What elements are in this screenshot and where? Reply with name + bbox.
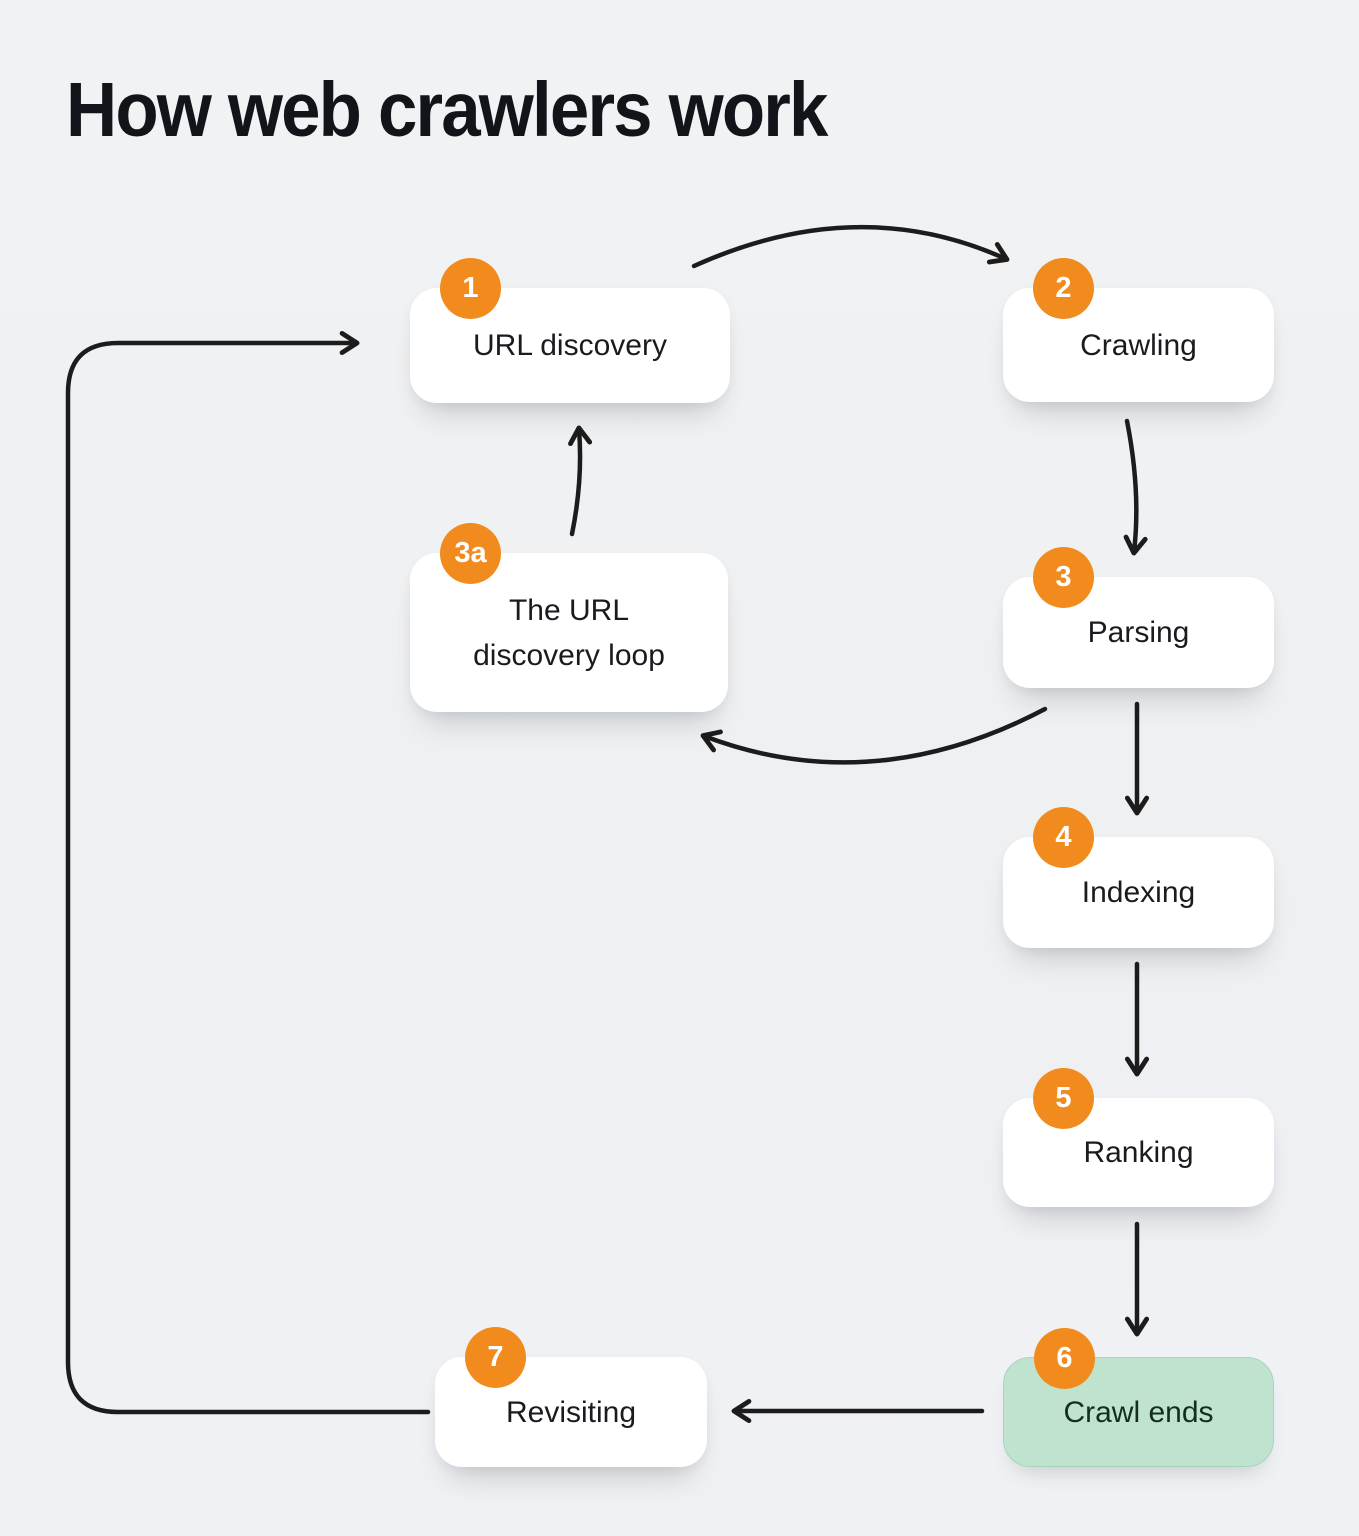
arrow-url-discovery-loop-to-url-discovery [568, 425, 593, 537]
node-parsing: 3 Parsing [1003, 547, 1274, 688]
node-url-discovery-loop: 3a The URL discovery loop [410, 523, 728, 712]
node-label: The URL discovery loop [473, 593, 665, 672]
step-badge: 5 [1033, 1068, 1094, 1129]
node-label: URL discovery [473, 329, 667, 362]
step-badge: 6 [1034, 1328, 1095, 1389]
node-crawl-ends: 6 Crawl ends [1003, 1328, 1274, 1467]
step-badge: 3 [1033, 547, 1094, 608]
step-badge: 7 [465, 1327, 526, 1388]
step-badge: 3a [440, 523, 501, 584]
node-revisiting: 7 Revisiting [435, 1327, 707, 1467]
arrow-crawling-to-parsing [1123, 418, 1148, 556]
node-label: Ranking [1083, 1136, 1194, 1169]
page-title: How web crawlers work [66, 67, 828, 153]
node-ranking: 5 Ranking [1003, 1068, 1274, 1207]
arrow-revisiting-to-url-discovery [65, 330, 431, 1415]
step-badge: 4 [1033, 807, 1094, 868]
step-badge: 2 [1033, 258, 1094, 319]
node-label: Revisiting [505, 1395, 637, 1429]
arrow-url-discovery-to-crawling [691, 224, 1010, 269]
node-label: Parsing [1087, 616, 1190, 649]
node-label: Crawling [1080, 328, 1197, 362]
arrow-parsing-to-url-discovery-loop [700, 706, 1048, 765]
node-label: Crawl ends [1063, 1395, 1214, 1429]
node-url-discovery: 1 URL discovery [410, 258, 730, 403]
node-indexing: 4 Indexing [1003, 807, 1274, 948]
step-badge: 1 [440, 258, 501, 319]
node-crawling: 2 Crawling [1003, 258, 1274, 402]
node-label: Indexing [1081, 876, 1196, 909]
